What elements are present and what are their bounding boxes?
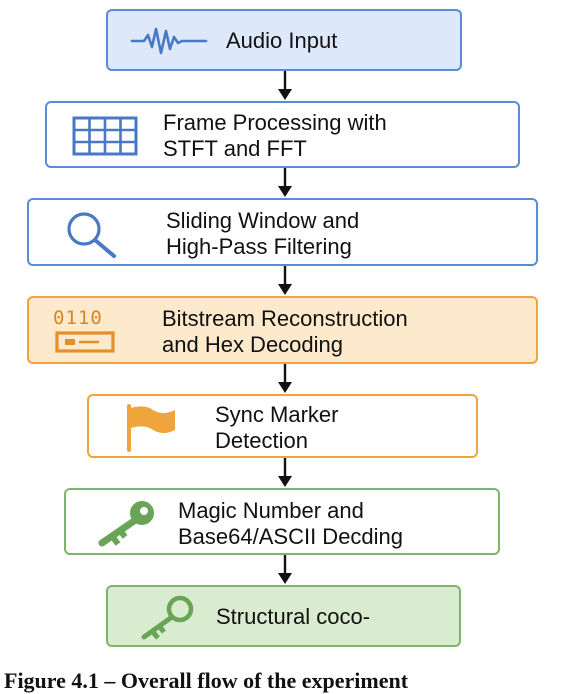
flow-arrow — [276, 555, 294, 590]
key-icon — [136, 595, 198, 646]
step-frame-processing: Frame Processing with STFT and FFT — [45, 101, 520, 168]
step-bitstream-reconstruction: 0110 Bitstream Reconstruction and Hex De… — [27, 296, 538, 364]
step-sliding-window: Sliding Window and High-Pass Filtering — [27, 198, 538, 266]
step-label-line-2: STFT and FFT — [163, 136, 307, 161]
step-label: Audio Input — [226, 28, 338, 53]
step-label-line-2: Detection — [215, 428, 308, 453]
key-icon — [92, 499, 160, 552]
step-label-line-2: and Hex Decoding — [162, 332, 344, 357]
magnifier-icon — [62, 209, 126, 264]
step-label-line-2: Base64/ASCII Decding — [178, 524, 404, 549]
flag-icon — [123, 404, 179, 457]
step-magic-number: Magic Number and Base64/ASCII Decding — [64, 488, 500, 555]
flow-arrow — [276, 71, 294, 106]
step-label: Structural coco- — [216, 604, 371, 629]
step-audio-input: Audio Input — [106, 9, 462, 71]
binary-card-icon: 0110 — [51, 307, 127, 355]
step-label-line-1: Magic Number and — [178, 498, 364, 523]
flow-arrow — [276, 364, 294, 399]
step-structural: Structural coco- — [106, 585, 461, 647]
step-label-line-2: High-Pass Filtering — [166, 234, 352, 259]
binary-digits: 0110 — [53, 307, 103, 329]
waveform-icon — [130, 25, 208, 62]
step-label-line-1: Sliding Window and — [166, 208, 360, 233]
step-sync-marker: Sync Marker Detection — [87, 394, 478, 458]
step-label-line-1: Sync Marker — [215, 402, 339, 427]
grid-icon — [72, 116, 138, 161]
step-label-line-1: Frame Processing with — [163, 110, 387, 135]
flow-arrow — [276, 458, 294, 493]
flow-arrow — [276, 168, 294, 203]
flow-arrow — [276, 266, 294, 301]
step-label-line-1: Bitstream Reconstruction — [162, 306, 408, 331]
figure-caption: Figure 4.1 – Overall flow of the experim… — [4, 668, 409, 693]
